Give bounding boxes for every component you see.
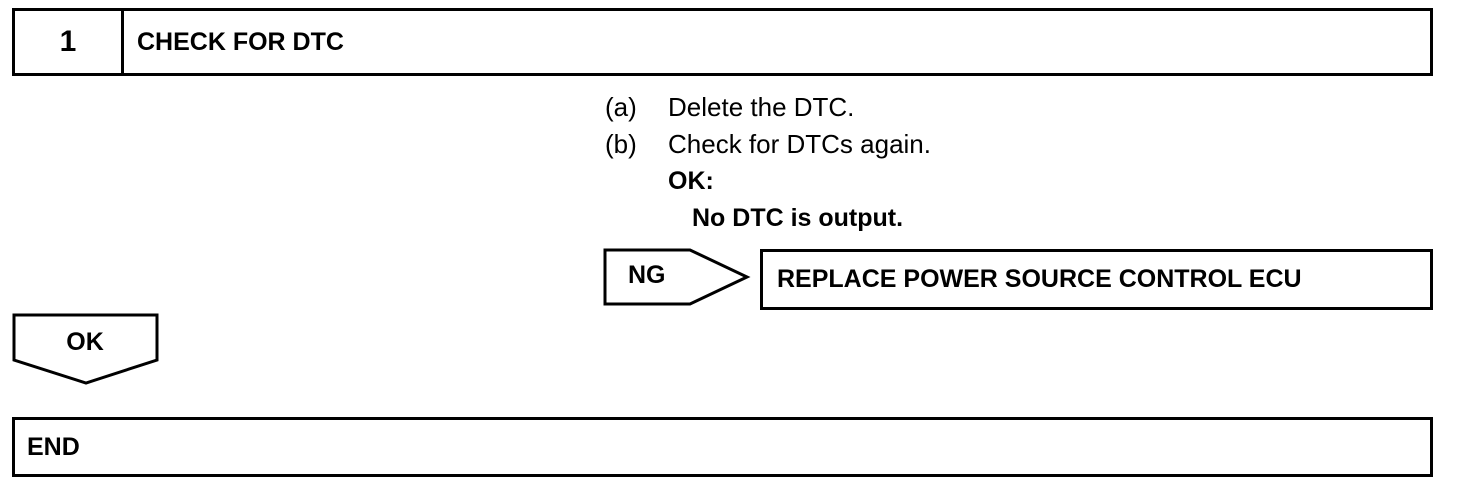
- end-box: END: [12, 417, 1433, 477]
- ng-action-box: REPLACE POWER SOURCE CONTROL ECU: [760, 249, 1433, 310]
- ng-arrow-shape: [603, 248, 751, 306]
- step-number: 1: [15, 11, 124, 73]
- ng-label: NG: [628, 261, 666, 289]
- instruction-tag: (b): [605, 129, 637, 159]
- instruction-text: Delete the DTC.: [668, 92, 855, 122]
- ok-condition: No DTC is output.: [692, 204, 904, 232]
- step-title: CHECK FOR DTC: [137, 28, 344, 56]
- ok-heading: OK:: [668, 167, 714, 195]
- instruction-text: Check for DTCs again.: [668, 129, 931, 159]
- end-text: END: [27, 433, 80, 461]
- instruction-tag: (a): [605, 92, 637, 122]
- ok-arrow-shape: [12, 313, 159, 385]
- step-header: 1 CHECK FOR DTC: [12, 8, 1433, 76]
- ok-label: OK: [66, 328, 104, 356]
- ng-action-text: REPLACE POWER SOURCE CONTROL ECU: [777, 265, 1302, 293]
